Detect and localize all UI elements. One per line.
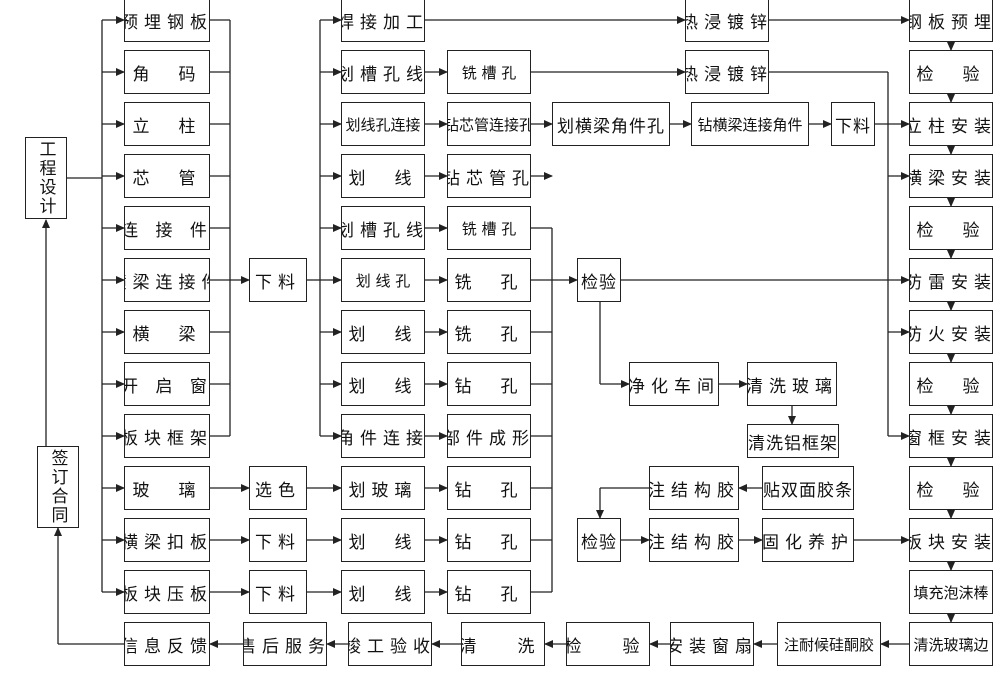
process-box-col2: 铣 孔: [447, 258, 531, 302]
bottom-box: 信息反馈: [124, 622, 210, 666]
process-box-col1: 角件连接: [341, 414, 425, 458]
clean-glass-box: 清洗玻璃: [747, 362, 837, 406]
process-box-col2: 钻芯管孔: [447, 154, 531, 198]
cut-box-crossbar-cover: 下料: [249, 518, 307, 562]
cut-box-main: 下料: [249, 258, 307, 302]
inspect-box-lower: 检验: [577, 518, 621, 562]
material-box: 横 梁: [124, 310, 210, 354]
process-box-col1: 焊接加工: [341, 0, 425, 42]
galvanize-box-2: 热浸镀锌: [685, 50, 769, 94]
crossbar-angle-hole-mark-box: 划横梁角件孔: [552, 102, 670, 146]
process-box-col1: 划 线: [341, 310, 425, 354]
bottom-box: 注耐候硅酮胶: [777, 622, 881, 666]
material-box: 预埋钢板: [124, 0, 210, 42]
bottom-box: 检 验: [566, 622, 650, 666]
process-box-col1: 划 线: [341, 518, 425, 562]
process-box-col2: 钻芯管连接孔: [447, 102, 531, 146]
install-box: 检 验: [909, 466, 993, 510]
connector-lines: [42, 16, 955, 648]
material-box: 立 柱: [124, 102, 210, 146]
install-box: 板块安装: [909, 518, 993, 562]
material-box: 横梁连接件: [124, 258, 210, 302]
process-box-col2: 钻 孔: [447, 518, 531, 562]
install-box: 防雷安装: [909, 258, 993, 302]
material-box: 开 启 窗: [124, 362, 210, 406]
install-box: 立柱安装: [909, 102, 993, 146]
bottom-box: 竣工验收: [348, 622, 432, 666]
crossbar-angle-drill-box: 钻横梁连接角件: [691, 102, 809, 146]
process-box-col1: 划 线: [341, 154, 425, 198]
process-box-col2: 铣 槽 孔: [447, 206, 531, 250]
structural-glue-box-1: 注结构胶: [649, 466, 739, 510]
process-box-col2: 部件成形: [447, 414, 531, 458]
install-box: 窗框安装: [909, 414, 993, 458]
select-color-box: 选色: [249, 466, 307, 510]
process-box-col1: 划槽孔线: [341, 50, 425, 94]
process-box-col2: 钻 孔: [447, 466, 531, 510]
bottom-box: 清 洗: [461, 622, 545, 666]
material-box: 连 接 件: [124, 206, 210, 250]
process-box-col1: 划槽孔线: [341, 206, 425, 250]
process-box-col1: 划 线: [341, 362, 425, 406]
process-box-col1: 划 线: [341, 570, 425, 614]
install-box: 钢板预埋: [909, 0, 993, 42]
process-box-col2: 钻 孔: [447, 362, 531, 406]
bottom-box: 安装窗扇: [670, 622, 754, 666]
process-box-col2: 钻 孔: [447, 570, 531, 614]
inspect-box-mid: 检验: [577, 258, 621, 302]
process-box-col1: 划线孔连接: [341, 102, 425, 146]
process-box-col2: 铣 槽 孔: [447, 50, 531, 94]
material-box: 玻 璃: [124, 466, 210, 510]
process-box-col1: 划玻璃: [341, 466, 425, 510]
design-box: 工程设计: [25, 137, 67, 219]
process-box-col2: 铣 孔: [447, 310, 531, 354]
material-box: 板块框架: [124, 414, 210, 458]
install-box: 防火安装: [909, 310, 993, 354]
clean-room-box: 净化车间: [629, 362, 719, 406]
process-box-col1: 划 线 孔: [341, 258, 425, 302]
material-box: 角 码: [124, 50, 210, 94]
cut-box-row3: 下料: [831, 102, 875, 146]
material-box: 芯 管: [124, 154, 210, 198]
install-box: 横梁安装: [909, 154, 993, 198]
cure-box: 固化养护: [762, 518, 854, 562]
double-tape-box: 贴双面胶条: [762, 466, 854, 510]
bottom-box: 售后服务: [243, 622, 327, 666]
structural-glue-box-2: 注结构胶: [649, 518, 739, 562]
contract-box: 签订合同: [37, 446, 79, 528]
install-box: 填充泡沫棒: [909, 570, 993, 614]
material-box: 板块压板: [124, 570, 210, 614]
install-box: 检 验: [909, 206, 993, 250]
install-box: 清洗玻璃边: [909, 622, 993, 666]
install-box: 检 验: [909, 362, 993, 406]
cut-box-panel-press: 下料: [249, 570, 307, 614]
clean-frame-box: 清洗铝框架: [747, 424, 839, 458]
galvanize-box-1: 热浸镀锌: [685, 0, 769, 42]
install-box: 检 验: [909, 50, 993, 94]
material-box: 横梁扣板: [124, 518, 210, 562]
